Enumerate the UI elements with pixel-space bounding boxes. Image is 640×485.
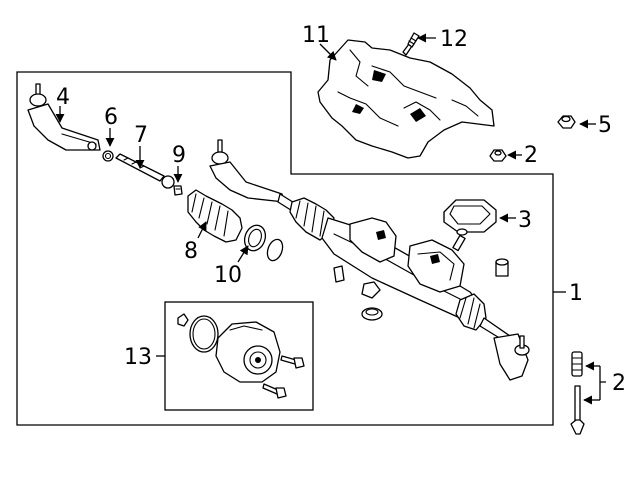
rack-boot — [187, 189, 243, 243]
callout-9: 9 — [172, 143, 186, 168]
callout-labels: 4 6 7 9 8 10 11 12 5 2 3 1 13 2 — [56, 23, 626, 396]
callout-10: 10 — [214, 263, 242, 288]
callout-5: 5 — [598, 113, 612, 138]
boot-clamp-small — [173, 185, 183, 196]
boot-clamp-large — [243, 224, 284, 262]
callout-6: 6 — [104, 105, 118, 130]
callout-11: 11 — [302, 23, 330, 48]
inner-tie-rod — [115, 153, 175, 189]
callout-13: 13 — [124, 345, 152, 370]
assembly-frame — [16, 71, 554, 426]
assist-motor — [177, 313, 305, 399]
heat-shield — [317, 39, 495, 159]
callout-12: 12 — [440, 27, 468, 52]
callout-2-lower: 2 — [612, 371, 626, 396]
callout-7: 7 — [134, 123, 148, 148]
callout-2-upper: 2 — [524, 143, 538, 168]
leader-lines — [55, 33, 606, 405]
mount-insulator — [443, 199, 497, 233]
nut-2-upper — [489, 149, 507, 162]
leader-10 — [237, 245, 249, 263]
callout-8: 8 — [184, 239, 198, 264]
callout-1: 1 — [569, 281, 583, 306]
leader-8 — [197, 221, 207, 239]
callout-3: 3 — [518, 208, 532, 233]
nut-5 — [557, 115, 576, 129]
outer-tie-rod-end — [27, 83, 101, 151]
callout-4: 4 — [56, 85, 70, 110]
jam-nut — [102, 150, 114, 162]
steering-gear-assembly — [209, 139, 530, 381]
stud-and-bolt-2 — [570, 351, 585, 435]
leader-11 — [319, 43, 337, 61]
shield-bolt — [402, 32, 420, 56]
leader-2-lower-bracket — [599, 366, 606, 400]
